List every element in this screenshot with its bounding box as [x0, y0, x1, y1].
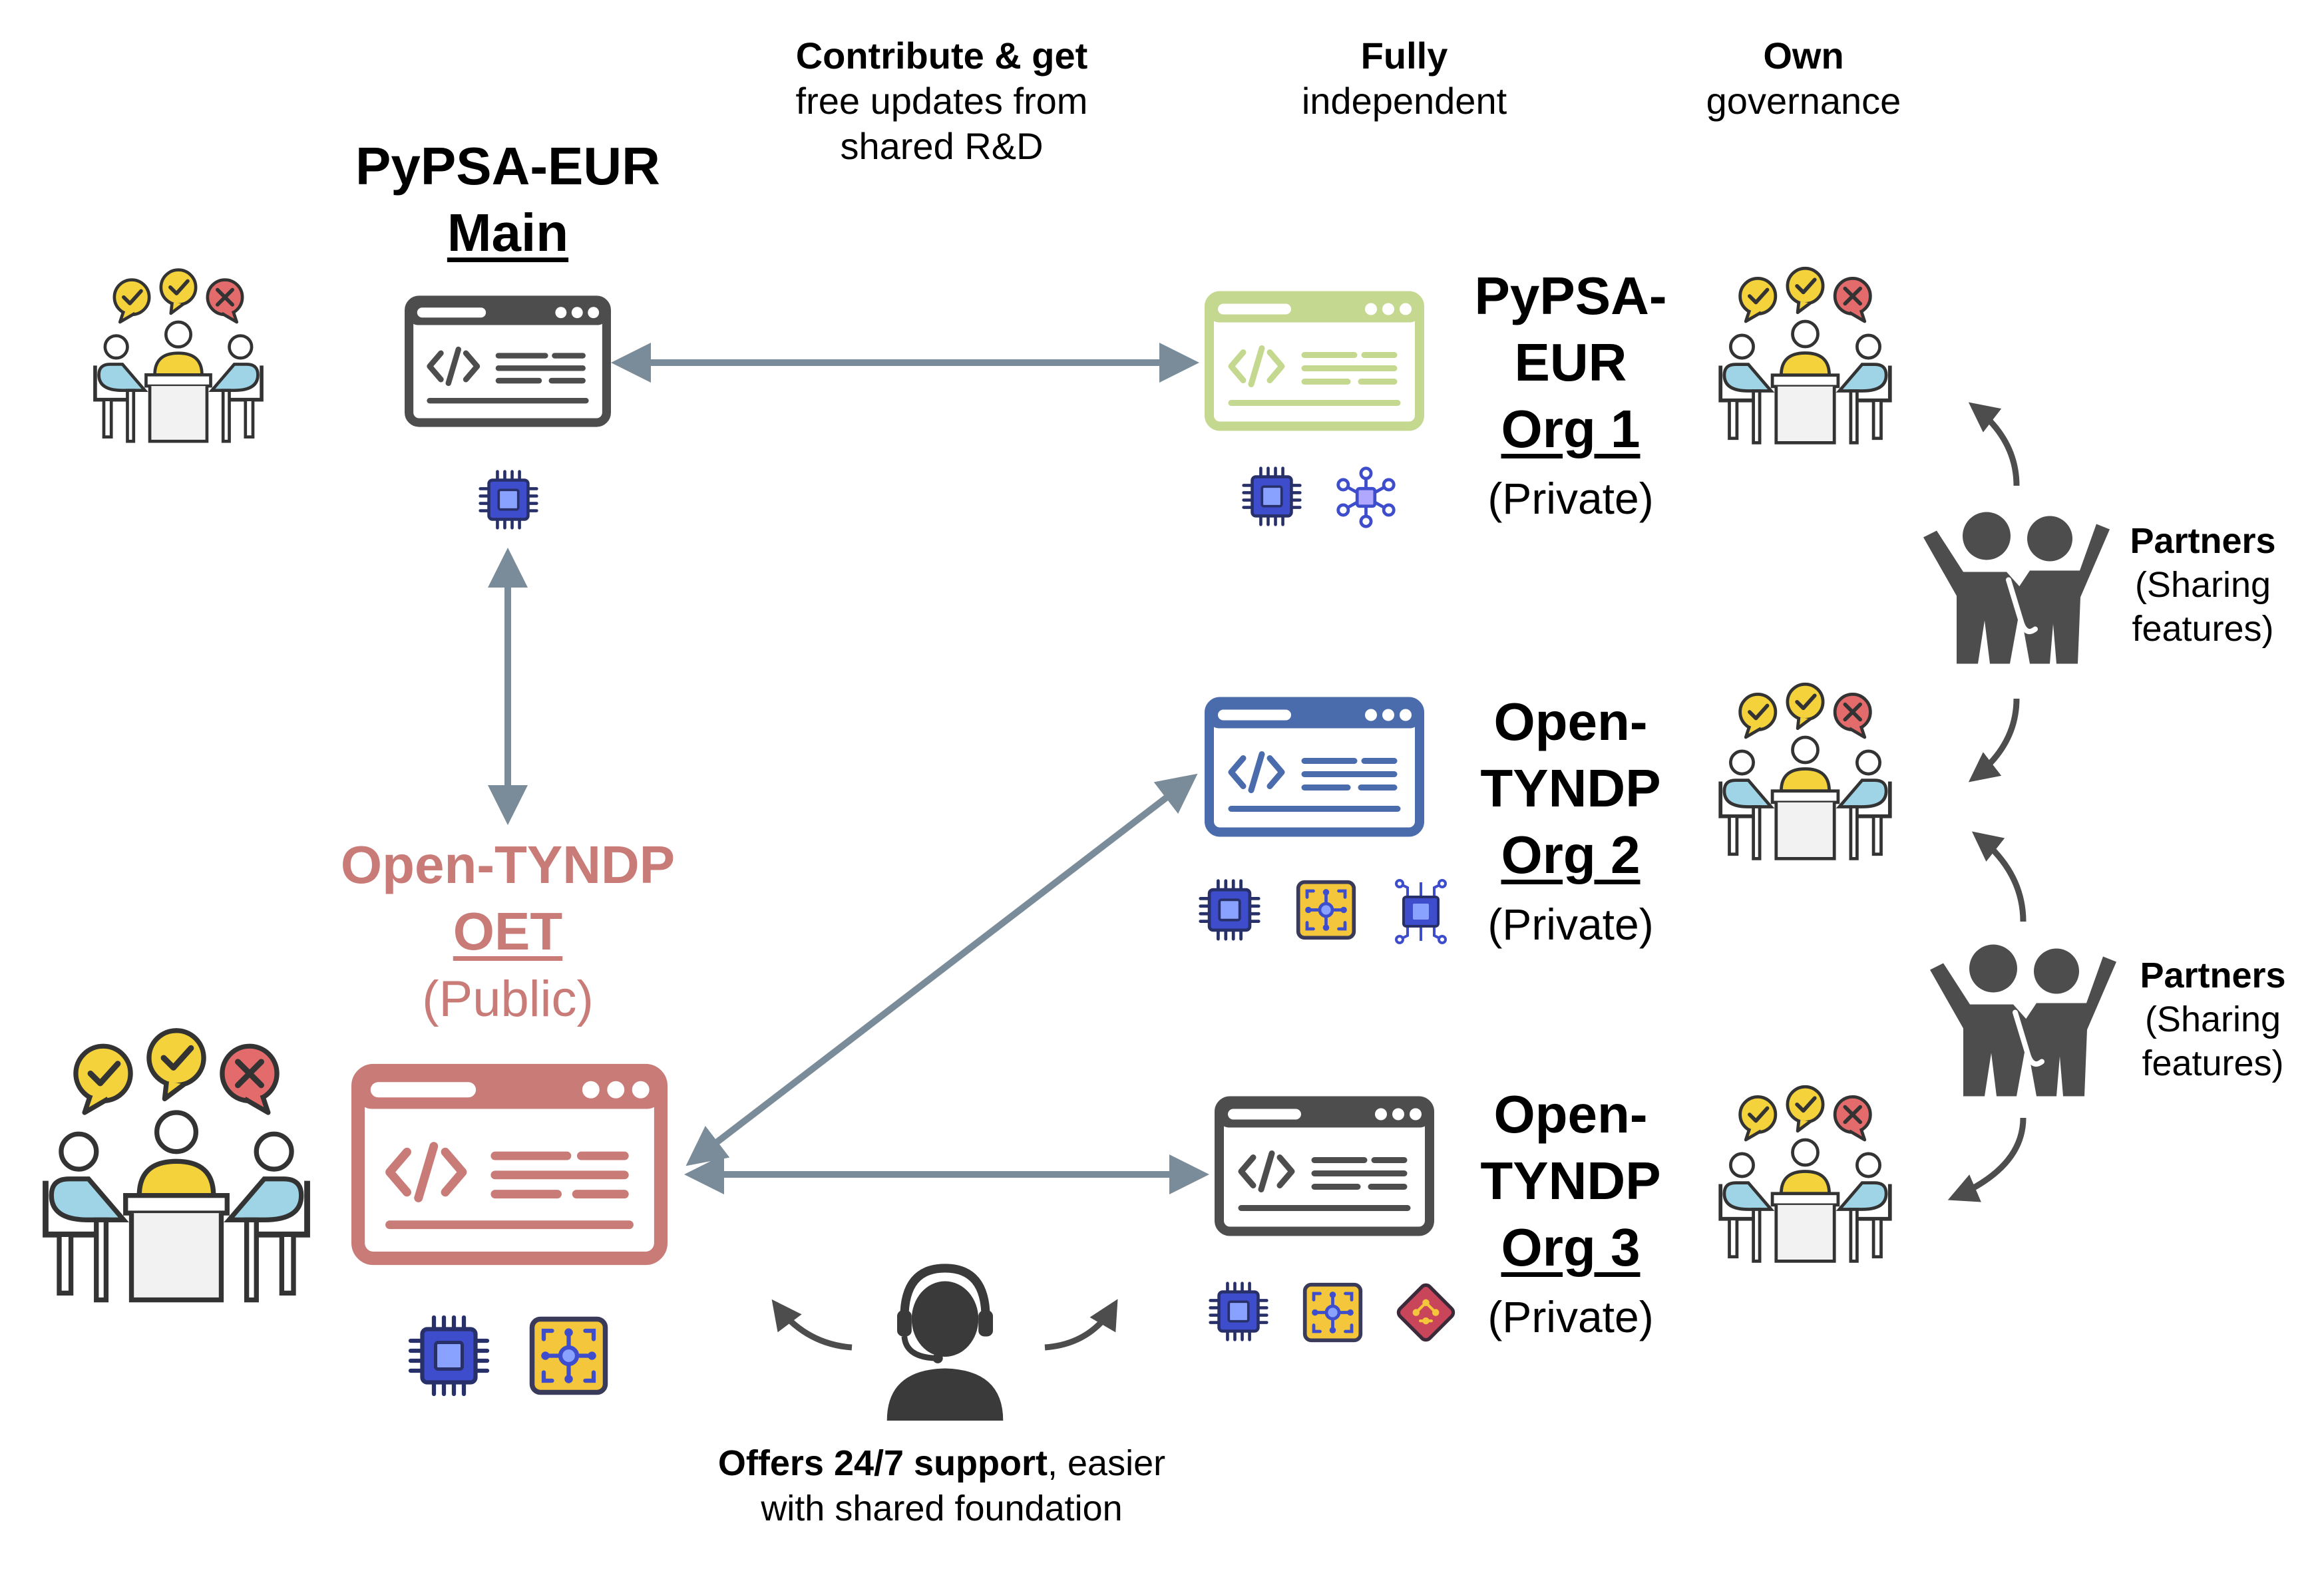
org1-chip-icon: [1244, 468, 1300, 525]
org2-meeting-icon: [1720, 684, 1890, 858]
org3-meeting-icon: [1720, 1087, 1890, 1261]
arrow-oet-org2: [685, 773, 1198, 1166]
org1-code-window-icon: [1209, 296, 1420, 427]
org2-title: Open- TYNDP Org 2 (Private): [1480, 692, 1661, 949]
org1-meeting-icon: [1720, 268, 1890, 442]
org1-title: PyPSA- EUR Org 1 (Private): [1474, 266, 1667, 523]
curved-arrow-support-right: [1044, 1299, 1118, 1351]
header-fully-independent: Fully independent: [1301, 35, 1507, 122]
org2-chip-icon: [1201, 881, 1259, 939]
partners-icon-b: [1930, 945, 2116, 1097]
partner-arrows: [771, 402, 2027, 1351]
support-caption: Offers 24/7 support, easier with shared …: [717, 1443, 1166, 1528]
header-contribute: Contribute & get free updates from share…: [795, 35, 1088, 167]
curved-arrow-partners-b-down: [1947, 1117, 2027, 1202]
connections: [488, 343, 1209, 1194]
partners-label-a: Partners (Sharing features): [2130, 521, 2276, 649]
main-code-window-icon: [409, 300, 607, 423]
oet-code-window-icon: [358, 1071, 661, 1258]
org3-code-window-icon: [1219, 1101, 1430, 1232]
support-agent-icon: [887, 1268, 1004, 1421]
oet-title: Open-TYNDP OET (Public): [340, 835, 676, 1027]
curved-arrow-partners-b-up: [1971, 831, 2027, 922]
main-title: PyPSA-EUR Main: [355, 136, 660, 262]
partners-icon-a: [1923, 512, 2110, 664]
partners-label-b: Partners (Sharing features): [2140, 956, 2286, 1083]
curved-arrow-partners-a-up: [1968, 402, 2020, 486]
org2-circuit-tile-icon: [1298, 882, 1354, 938]
org3-title: Open- TYNDP Org 3 (Private): [1480, 1085, 1661, 1341]
oet-meeting-icon: [45, 1031, 307, 1300]
header-own-governance: Own governance: [1706, 35, 1901, 122]
oet-chip-icon: [411, 1317, 487, 1394]
org3-circuit-tile-icon: [1305, 1285, 1361, 1341]
org2-code-window-icon: [1209, 702, 1420, 832]
org3-chip-icon: [1211, 1284, 1267, 1340]
curved-arrow-partners-a-down: [1968, 698, 2020, 783]
org1-network-icon: [1338, 468, 1394, 526]
oet-circuit-tile-icon: [532, 1319, 606, 1393]
main-meeting-icon: [95, 270, 262, 442]
main-chip-icon: [481, 472, 537, 528]
curved-arrow-support-left: [771, 1299, 853, 1351]
